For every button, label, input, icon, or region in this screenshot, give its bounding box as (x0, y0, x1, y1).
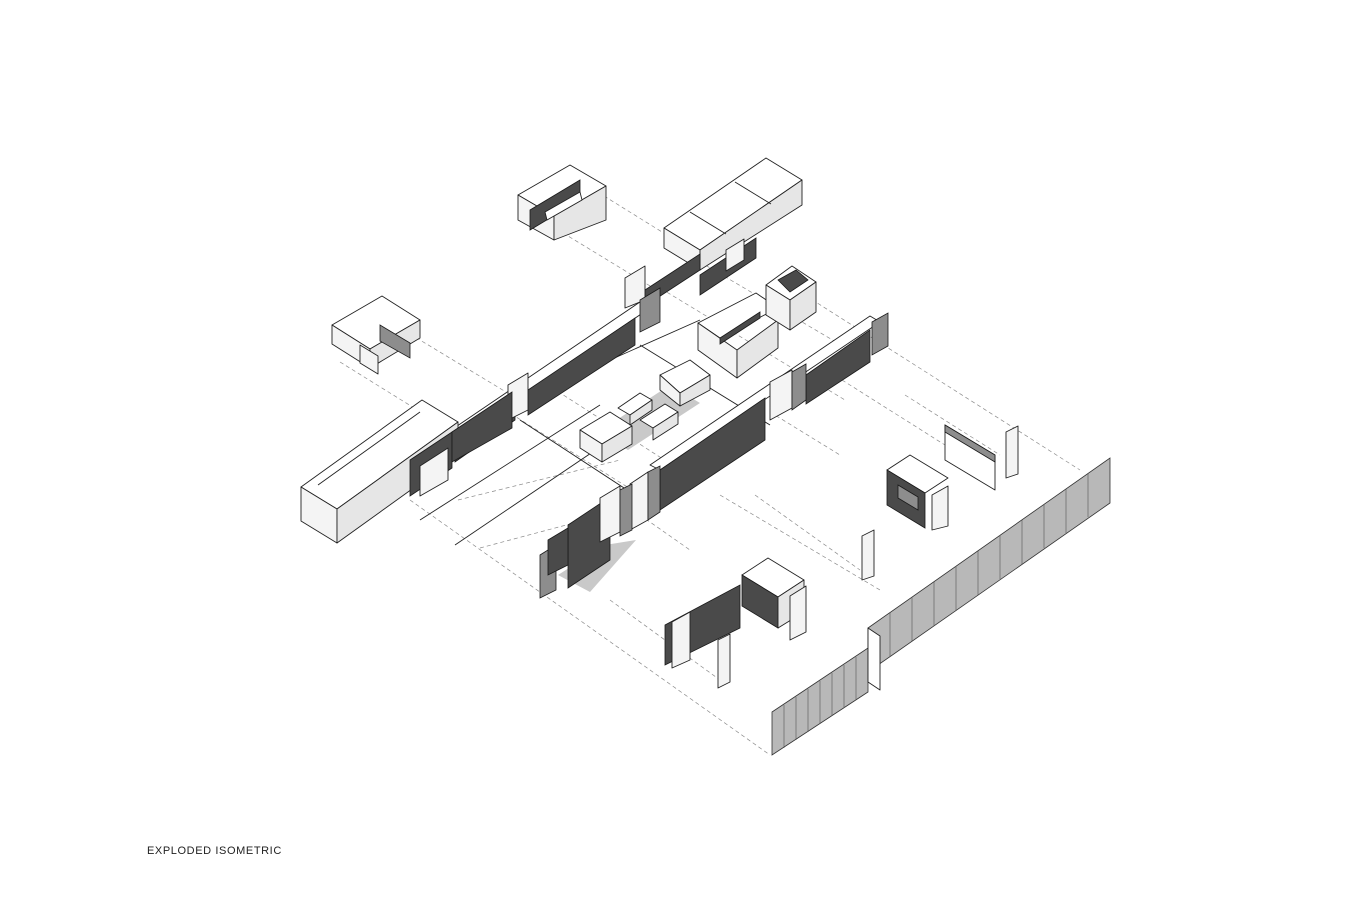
partition-wall-east (629, 312, 889, 531)
meeting-cluster (664, 557, 807, 689)
glazed-facade (771, 457, 1111, 756)
reception-cluster (539, 483, 636, 599)
east-furniture (861, 424, 1019, 581)
storage-room-north (517, 164, 607, 241)
lounge-furniture (579, 359, 711, 463)
drawing-caption: EXPLODED ISOMETRIC (147, 845, 282, 857)
service-block-west (300, 391, 513, 544)
facade-mullions (783, 473, 1089, 748)
kitchen-block (697, 265, 817, 379)
utility-room-west (331, 295, 421, 375)
service-block-north (663, 157, 803, 296)
